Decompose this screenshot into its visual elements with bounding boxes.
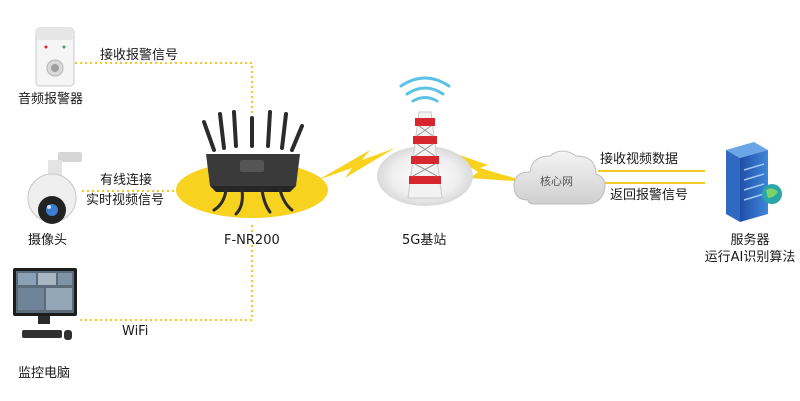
core-label: 核心网 [540,175,573,188]
to-server-label: 接收视频数据 [600,152,679,167]
monitor-label: 监控电脑 [18,366,71,381]
camera-label: 摄像头 [28,233,68,248]
router-label: F-NR200 [224,233,280,248]
camera-link-label-line1: 有线连接 [100,173,153,188]
wifi-connection-line [80,222,253,321]
audio-alarm-icon [35,27,75,87]
server-label-line2: 运行AI识别算法 [704,250,796,265]
server-label-line1: 服务器 [730,233,770,248]
from-server-label: 返回报警信号 [610,188,689,203]
cell-tower-icon [377,76,473,206]
alarm-link-label: 接收报警信号 [100,48,179,63]
tower-label: 5G基站 [402,233,447,248]
desktop-computer-icon [13,268,77,340]
5g-router-icon [176,110,328,218]
wifi-link-label: WiFi [122,324,149,339]
camera-link-label-line2: 实时视频信号 [86,193,165,208]
dome-camera-icon [27,152,82,224]
lightning-bolt-right [440,148,528,182]
alarm-label: 音频报警器 [18,92,84,107]
signal-waves-icon [399,76,451,103]
server-icon [726,142,782,222]
server-link-lines [598,170,705,184]
alarm-connection-line [75,62,253,150]
cloud-icon [513,150,606,205]
lightning-bolt-left [318,148,395,180]
